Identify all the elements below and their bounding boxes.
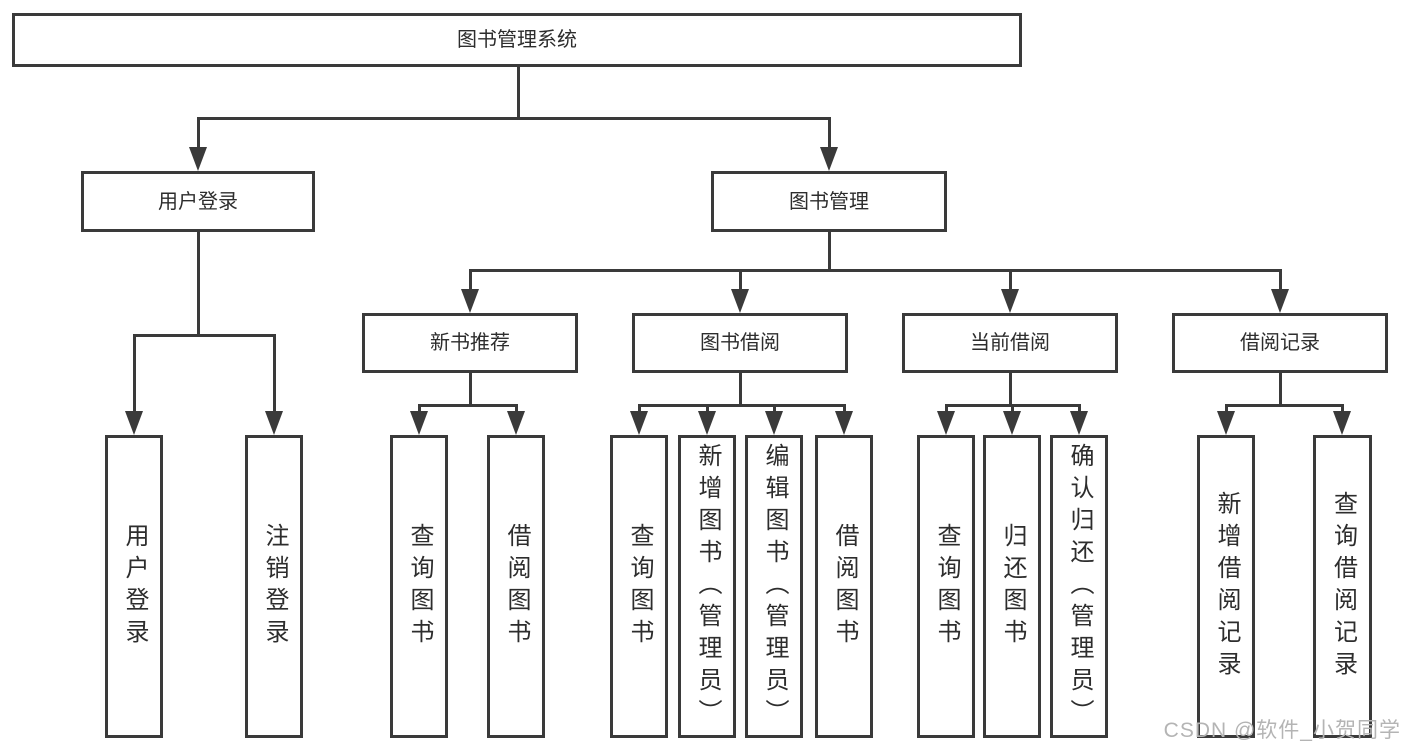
node-query-books-current: 查询图书 [917, 435, 975, 738]
node-user-login: 用户登录 [105, 435, 163, 738]
arrow-down-icon [698, 411, 716, 435]
connector-bus [196, 116, 831, 120]
connector-stem [516, 67, 520, 118]
connector-stem [738, 373, 742, 405]
arrow-down-icon [1333, 411, 1351, 435]
watermark: CSDN @软件_小贺同学 [1163, 719, 1401, 742]
node-borrow-books-borrowing: 借阅图书 [815, 435, 873, 738]
node-add-borrow-record: 新增借阅记录 [1197, 435, 1255, 738]
connector-stem [827, 232, 831, 270]
node-borrow-books-recommend: 借阅图书 [487, 435, 545, 738]
arrow-down-icon [820, 147, 838, 171]
node-query-borrow-record: 查询借阅记录 [1313, 435, 1372, 738]
arrow-down-icon [731, 289, 749, 313]
node-add-books-admin: 新增图书（管理员） [678, 435, 736, 738]
arrow-down-icon [189, 147, 207, 171]
node-confirm-return-admin: 确认归还（管理员） [1050, 435, 1108, 738]
arrow-down-icon [461, 289, 479, 313]
arrow-down-icon [937, 411, 955, 435]
connector-drop [196, 118, 200, 165]
connector-stem [1008, 373, 1012, 405]
connector-drop [827, 118, 831, 165]
node-current-borrowing: 当前借阅 [902, 313, 1118, 373]
connector-bus [132, 333, 276, 337]
arrow-down-icon [410, 411, 428, 435]
arrow-down-icon [765, 411, 783, 435]
node-book-management: 图书管理 [711, 171, 947, 232]
connector-drop [1278, 270, 1282, 307]
node-user-login-module: 用户登录 [81, 171, 315, 232]
node-query-books-recommend: 查询图书 [390, 435, 448, 738]
connector-drop [132, 335, 136, 429]
arrow-down-icon [265, 411, 283, 435]
arrow-down-icon [1271, 289, 1289, 313]
connector-bus [1224, 403, 1344, 407]
arrow-down-icon [630, 411, 648, 435]
node-borrowing-records: 借阅记录 [1172, 313, 1388, 373]
connector-stem [196, 232, 200, 335]
node-root: 图书管理系统 [12, 13, 1022, 67]
node-logout: 注销登录 [245, 435, 303, 738]
node-edit-books-admin: 编辑图书（管理员） [745, 435, 803, 738]
connector-bus [637, 403, 846, 407]
node-return-books: 归还图书 [983, 435, 1041, 738]
node-book-borrowing: 图书借阅 [632, 313, 848, 373]
arrow-down-icon [1003, 411, 1021, 435]
arrow-down-icon [1001, 289, 1019, 313]
arrow-down-icon [1217, 411, 1235, 435]
node-query-books-borrowing: 查询图书 [610, 435, 668, 738]
arrow-down-icon [507, 411, 525, 435]
arrow-down-icon [835, 411, 853, 435]
node-new-book-recommend: 新书推荐 [362, 313, 578, 373]
connector-bus [417, 403, 518, 407]
connector-drop [1008, 270, 1012, 307]
connector-stem [468, 373, 472, 405]
connector-stem [1278, 373, 1282, 405]
arrow-down-icon [125, 411, 143, 435]
connector-drop [738, 270, 742, 307]
arrow-down-icon [1070, 411, 1088, 435]
connector-bus [468, 268, 1282, 272]
connector-drop [272, 335, 276, 429]
connector-drop [468, 270, 472, 307]
